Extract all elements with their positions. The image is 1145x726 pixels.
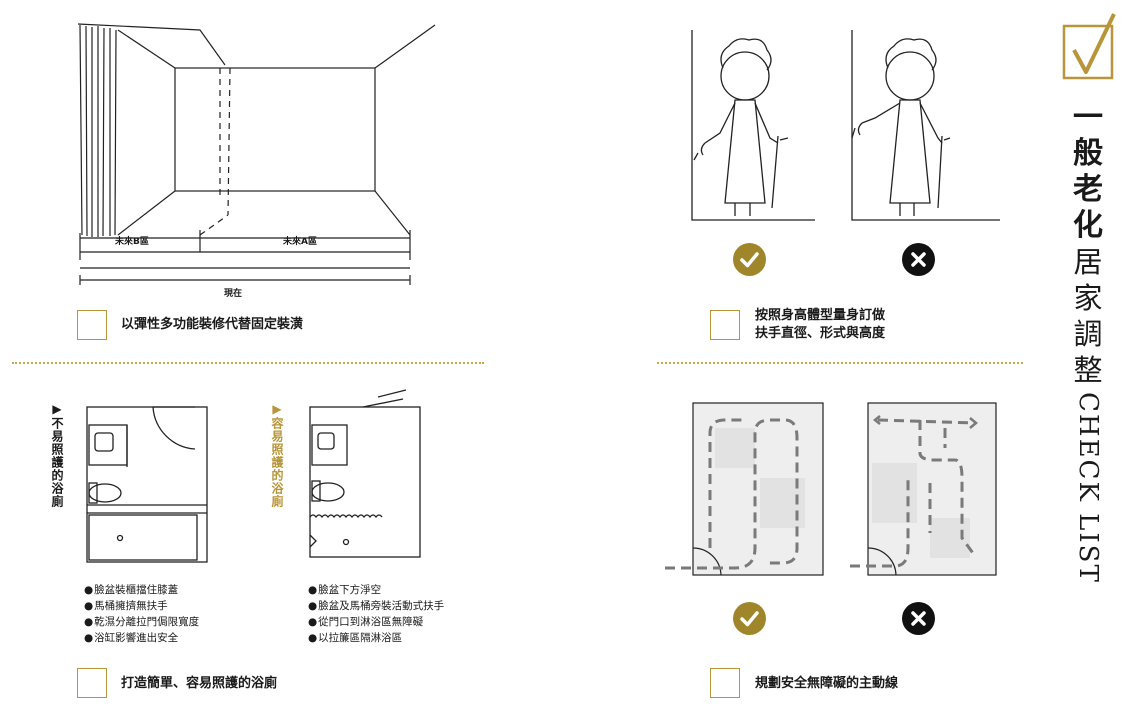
title-char: 化: [1073, 208, 1103, 243]
checkbox-simple-bathroom[interactable]: [77, 668, 107, 698]
list-item: 浴缸影響進出安全: [84, 630, 199, 646]
check-badge-icon: [733, 243, 766, 276]
bad-bathroom-points: 臉盆裝櫃擋住膝蓋 馬桶擁擠無扶手 乾濕分離拉門侷限寬度 浴缸影響進出安全: [84, 582, 199, 646]
divider-left: [12, 362, 484, 364]
label-now: 現在: [224, 289, 243, 299]
checkmark-box-icon: [1062, 12, 1117, 80]
good-bathroom-points: 臉盆下方淨空 臉盆及馬桶旁裝活動式扶手 從門口到淋浴區無障礙 以拉簾區隔淋浴區: [308, 582, 444, 646]
title-char: 整: [1073, 353, 1103, 387]
checkbox-custom-handrail[interactable]: [710, 310, 740, 340]
caption-handrail-line1: 按照身高體型量身訂做: [755, 308, 886, 323]
caption-flexible-renovation: 以彈性多功能裝修代替固定裝潢: [121, 317, 304, 332]
bad-bathroom-title: ▶不易照護的浴廁: [50, 402, 64, 508]
label-future-a: 未來A區: [283, 237, 317, 247]
cross-badge-icon: [902, 602, 935, 635]
list-item: 乾濕分離拉門侷限寬度: [84, 614, 199, 630]
checkbox-flexible-renovation[interactable]: [77, 310, 107, 340]
list-item: 臉盆及馬桶旁裝活動式扶手: [308, 598, 444, 614]
list-item: 從門口到淋浴區無障礙: [308, 614, 444, 630]
caption-simple-bathroom: 打造簡單、容易照護的浴廁: [121, 676, 278, 691]
cross-badge-icon: [902, 243, 935, 276]
bad-bathroom-plan: [86, 406, 208, 563]
divider-right: [657, 362, 1023, 364]
check-badge-icon: [733, 602, 766, 635]
caption-accessible-route: 規劃安全無障礙的主動線: [755, 676, 899, 691]
title-char: 家: [1073, 281, 1103, 315]
room-sketch: [77, 23, 436, 285]
title-char: 老: [1073, 172, 1103, 207]
label-future-b: 未來B區: [115, 237, 149, 247]
route-good-plan: [665, 402, 824, 576]
handrail-bad-illustration: [851, 30, 1000, 221]
checkbox-accessible-route[interactable]: [710, 668, 740, 698]
page-title: 一 般 老 化 居 家 調 整 CHECK LIST: [1068, 100, 1108, 584]
good-bathroom-plan: [309, 389, 421, 558]
caption-handrail-line2: 扶手直徑、形式與高度: [755, 326, 886, 341]
title-checklist: CHECK LIST: [1073, 392, 1103, 584]
list-item: 臉盆裝櫃擋住膝蓋: [84, 582, 199, 598]
list-item: 馬桶擁擠無扶手: [84, 598, 199, 614]
good-bathroom-title: ▶容易照護的浴廁: [270, 402, 284, 508]
title-char: 般: [1073, 136, 1103, 171]
title-char: 居: [1073, 245, 1103, 279]
handrail-good-illustration: [691, 30, 815, 221]
list-item: 以拉簾區隔淋浴區: [308, 630, 444, 646]
list-item: 臉盆下方淨空: [308, 582, 444, 598]
route-bad-plan: [850, 402, 997, 576]
title-char: 調: [1073, 317, 1103, 351]
title-char: 一: [1073, 100, 1103, 135]
